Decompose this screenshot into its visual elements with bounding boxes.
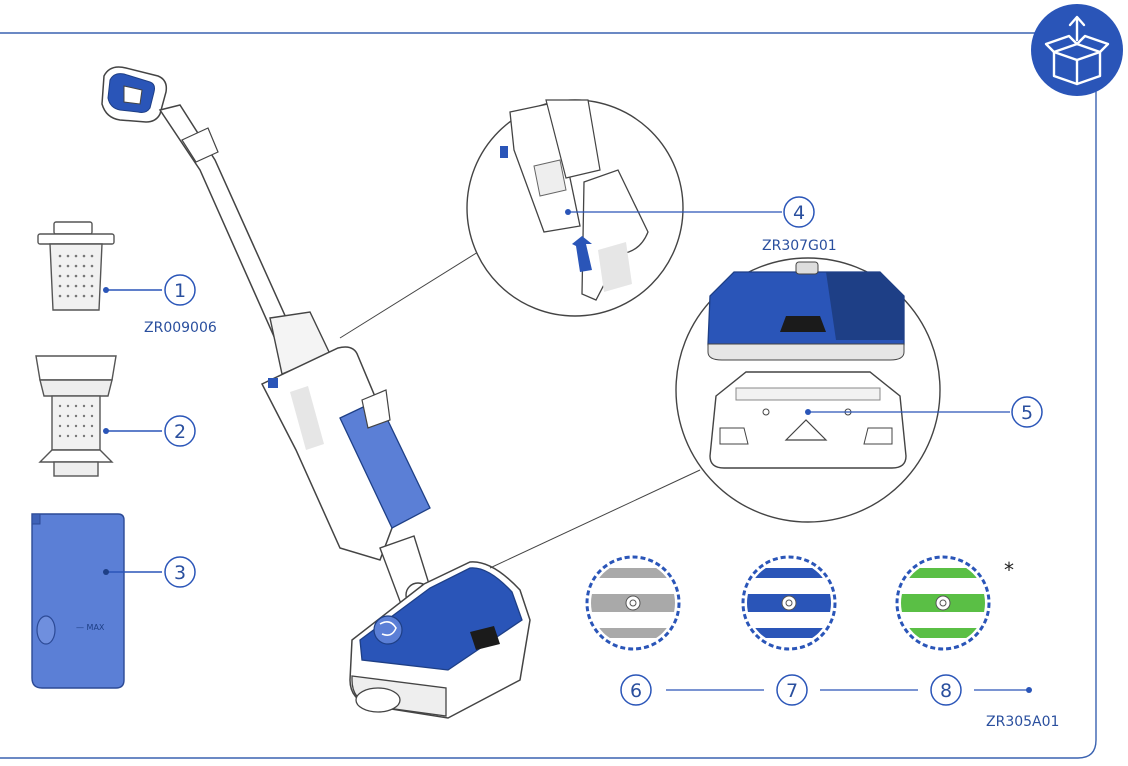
footnote-asterisk: * (1004, 558, 1014, 582)
callout-number-8: 8 (940, 680, 952, 702)
water-tank-illustration: — MAX (31, 513, 125, 689)
leader-dot-4 (565, 209, 571, 215)
zoom-line-base-b (400, 420, 682, 436)
filter-illustration (37, 221, 115, 311)
callout-circle-1 (164, 274, 196, 306)
vacuum-cleaner-illustration (101, 66, 531, 719)
callout-number-5: 5 (1021, 402, 1033, 424)
pad-blue-illustration (741, 555, 837, 651)
leader-dot-5 (805, 409, 811, 415)
callout-number-3: 3 (174, 562, 186, 584)
callout-number-2: 2 (174, 421, 186, 443)
pad-grey-illustration (585, 555, 681, 651)
battery-detail-illustration (466, 99, 684, 317)
leader-dot-3 (103, 569, 109, 575)
part-code-8: ZR305A01 (986, 714, 1059, 730)
leader-dot-8 (1026, 687, 1032, 693)
box-unpack-icon (1031, 4, 1123, 96)
part-code-1: ZR009006 (144, 320, 217, 336)
zoom-line-base-a (489, 469, 701, 569)
tank-max-label: — MAX (76, 623, 105, 632)
frame-border (0, 32, 1097, 759)
callout-circle-8 (930, 674, 962, 706)
callout-circle-7 (776, 674, 808, 706)
callout-circle-5 (1011, 396, 1043, 428)
callout-number-4: 4 (793, 202, 805, 224)
part-code-4: ZR307G01 (762, 238, 837, 254)
callout-number-7: 7 (786, 680, 798, 702)
zoom-line-battery-a (339, 251, 479, 339)
callout-number-6: 6 (630, 680, 642, 702)
zoom-line-battery-b (326, 232, 470, 318)
pad-green-illustration (895, 555, 991, 651)
cyclone-illustration (35, 355, 117, 477)
callout-circle-6 (620, 674, 652, 706)
callout-circle-3 (164, 556, 196, 588)
leader-dot-1 (103, 287, 109, 293)
callout-circle-2 (164, 415, 196, 447)
parking-base-detail-illustration (675, 257, 941, 523)
callout-circle-4 (783, 196, 815, 228)
callout-number-1: 1 (174, 280, 186, 302)
leader-dot-2 (103, 428, 109, 434)
